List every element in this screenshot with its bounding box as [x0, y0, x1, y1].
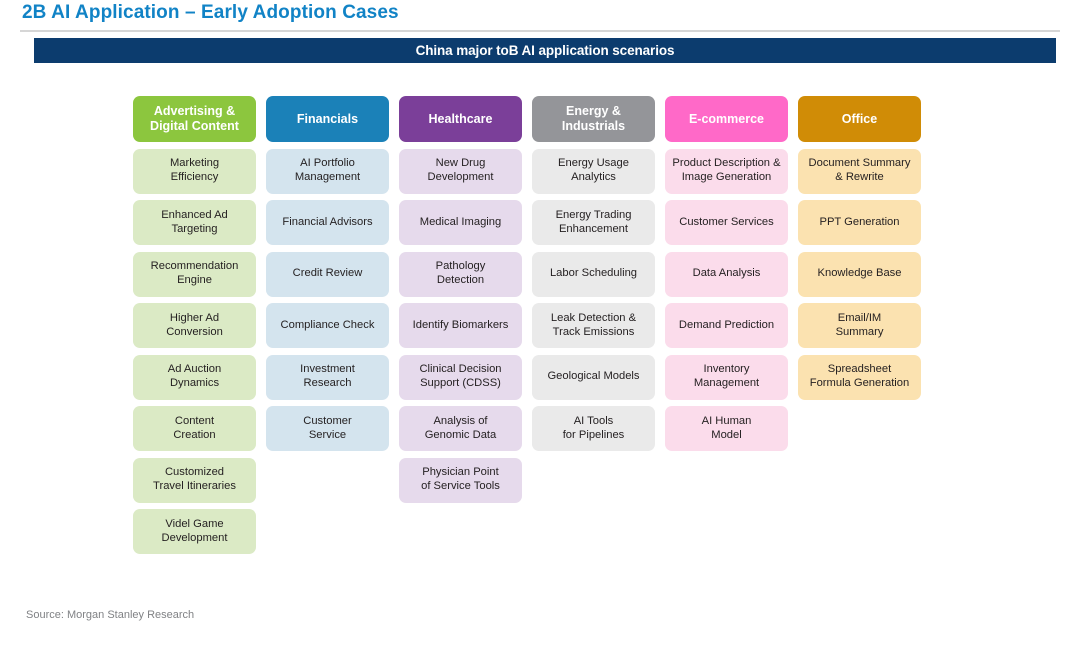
column-header-energy-industrials[interactable]: Energy &Industrials — [532, 96, 655, 142]
page-title: 2B AI Application – Early Adoption Cases — [22, 2, 399, 23]
scenario-cell[interactable]: Financial Advisors — [266, 200, 389, 245]
scenario-cell[interactable]: Product Description &Image Generation — [665, 148, 788, 194]
banner-title: China major toB AI application scenarios — [34, 38, 1056, 63]
column-header-e-commerce[interactable]: E-commerce — [665, 96, 788, 142]
scenario-cell[interactable]: Geological Models — [532, 354, 655, 400]
scenario-cell[interactable]: Data Analysis — [665, 251, 788, 297]
scenario-cell[interactable]: Demand Prediction — [665, 303, 788, 348]
scenario-cell[interactable]: PPT Generation — [798, 200, 921, 245]
scenario-cell[interactable]: Leak Detection &Track Emissions — [532, 303, 655, 348]
scenario-cell[interactable]: Knowledge Base — [798, 251, 921, 297]
title-divider — [20, 30, 1060, 32]
scenario-cell[interactable]: Credit Review — [266, 251, 389, 297]
scenario-cell[interactable]: Medical Imaging — [399, 200, 522, 245]
scenario-cell[interactable]: Document Summary& Rewrite — [798, 148, 921, 194]
column-header-office[interactable]: Office — [798, 96, 921, 142]
scenario-cell[interactable]: Compliance Check — [266, 303, 389, 348]
column-header-financials[interactable]: Financials — [266, 96, 389, 142]
scenario-cell[interactable]: Customer Services — [665, 200, 788, 245]
source-note: Source: Morgan Stanley Research — [26, 609, 195, 621]
column-header-healthcare[interactable]: Healthcare — [399, 96, 522, 142]
scenario-cell[interactable]: Identify Biomarkers — [399, 303, 522, 348]
scenario-cell[interactable]: Labor Scheduling — [532, 251, 655, 297]
column-header-advertising-digital-content[interactable]: Advertising &Digital Content — [133, 96, 256, 142]
